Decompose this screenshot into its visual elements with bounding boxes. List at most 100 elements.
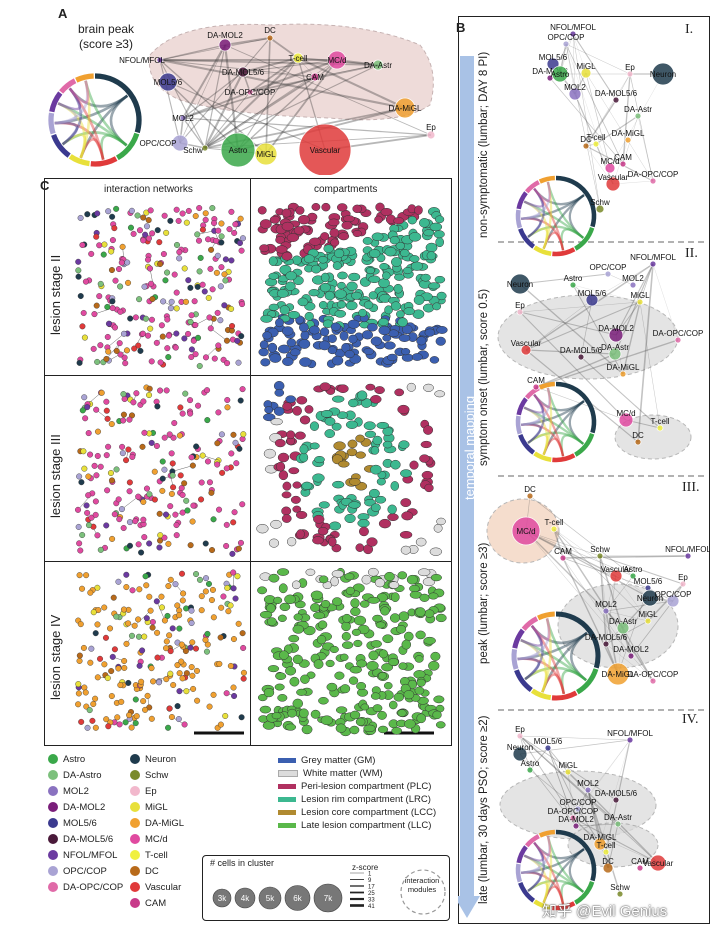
b3-astro-node [629, 572, 637, 580]
compartment-cell [334, 309, 347, 318]
edge [562, 557, 632, 657]
cell [202, 636, 209, 643]
cell [218, 431, 225, 438]
compartment-cell [432, 302, 442, 311]
cell [136, 296, 143, 303]
chord-ribbon [527, 393, 545, 444]
edge [519, 273, 609, 285]
compartment-cell [291, 255, 302, 266]
cell [222, 277, 229, 284]
compartment-cell [269, 353, 282, 363]
legend-label: DA-MiGL [145, 818, 185, 829]
cell [87, 451, 94, 458]
edge [159, 37, 271, 61]
cell [237, 397, 244, 404]
compartment-cell [411, 353, 423, 361]
cell [181, 721, 188, 728]
chord-ribbon [57, 102, 86, 159]
legend-item-opc-cop: OPC/COP [48, 864, 123, 880]
compartment-cell [388, 700, 398, 710]
compartment-cell [340, 684, 351, 694]
edge [519, 311, 617, 336]
cell [230, 585, 237, 592]
compartment-cell [374, 215, 383, 224]
compartment-cell [295, 510, 308, 519]
edge [182, 91, 251, 119]
legend-label: Neuron [145, 754, 177, 765]
compartment-cell [353, 639, 363, 648]
cell [149, 624, 156, 631]
compartment-cell [285, 395, 296, 404]
b1-migl-label: MiGL [576, 62, 596, 71]
compartment-cell [335, 706, 348, 714]
cell [187, 542, 194, 549]
cell [157, 387, 164, 394]
zscore-value: 17 [368, 885, 375, 891]
b4-da-mol5-6-node [612, 796, 620, 804]
chord-ribbon [520, 625, 543, 647]
chord-ribbon [524, 625, 544, 681]
stage-1-label: non-symptomatic (lumbar; DAY 8 PI) [478, 51, 490, 238]
compartment-cell [351, 291, 362, 300]
cell [216, 660, 223, 667]
cell [79, 407, 86, 414]
compartment-cell [264, 406, 274, 414]
compartment-cell [434, 390, 446, 398]
a-t-cell-node [292, 52, 304, 64]
cell [192, 351, 199, 358]
cell [145, 256, 152, 263]
compartment-cell [390, 257, 403, 267]
cell [165, 332, 172, 339]
cell [108, 477, 115, 484]
edge [314, 64, 379, 78]
chord-arc [51, 133, 71, 158]
cell [104, 415, 111, 422]
a-dc-label: DC [264, 26, 276, 35]
cell [223, 465, 230, 472]
chord-arc [552, 901, 576, 911]
b1-da-mol5-6-node [612, 96, 620, 104]
cell [145, 332, 152, 339]
cell [204, 387, 211, 394]
a-migl-label: MiGL [256, 150, 276, 159]
cell [136, 227, 143, 234]
b2-mol2-label: MOL2 [622, 274, 644, 283]
compartment-cell [382, 634, 394, 644]
compartment-cell [435, 613, 447, 623]
edge [572, 33, 587, 74]
compartment-cell [301, 724, 313, 735]
a-da-astr-label: DA-Astr [364, 61, 392, 70]
chord-ribbon [109, 94, 129, 147]
cell [150, 678, 157, 685]
cell [114, 714, 121, 721]
compartment-cell [278, 583, 288, 594]
compartment-cell [433, 523, 443, 533]
compartment-cell [401, 324, 413, 335]
compartment-cell [286, 233, 300, 242]
compartment-cell [382, 271, 391, 280]
b2-da-mol5-6-node [577, 353, 585, 361]
size-label: 3k [218, 894, 227, 903]
cell [236, 240, 243, 247]
cell [159, 475, 166, 482]
cell [146, 392, 153, 399]
b3-astro-label: Astro [624, 565, 643, 574]
cell [173, 206, 180, 213]
cell [163, 229, 170, 236]
stage-1-roman: I. [685, 22, 694, 37]
edge [615, 263, 654, 336]
compartment-cell [367, 596, 380, 604]
compartment-cell [346, 448, 358, 457]
cell [148, 439, 155, 446]
chord-ribbon [523, 854, 549, 904]
cell [166, 705, 173, 712]
cell [217, 634, 224, 641]
cell [202, 216, 209, 223]
edge [585, 73, 631, 147]
chord-ribbon [524, 668, 548, 693]
cell [90, 609, 97, 616]
compartment-cell [428, 660, 440, 671]
cell [76, 572, 83, 579]
